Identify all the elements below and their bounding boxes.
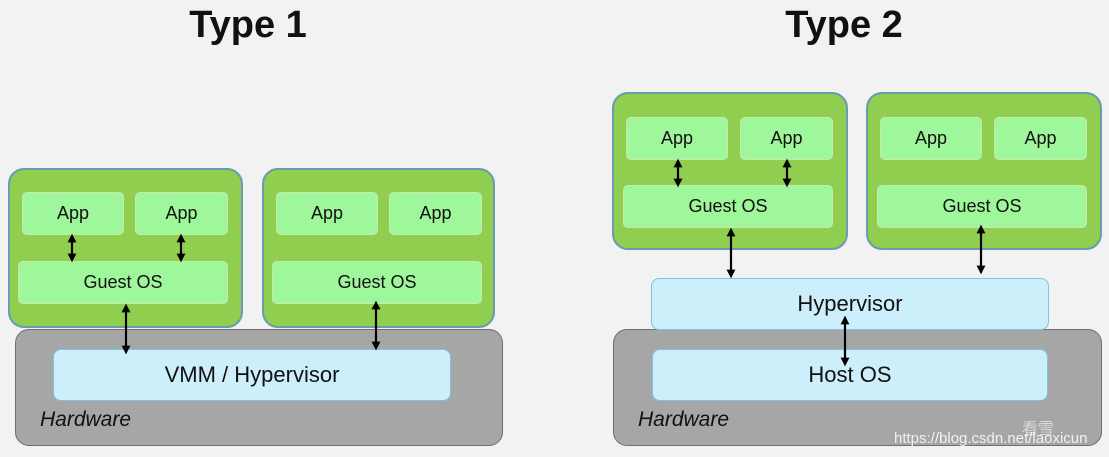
type1-hardware-label: Hardware — [40, 408, 132, 431]
type2-title: Type 2 — [785, 4, 903, 46]
type2-vm2-guest-os: Guest OS — [877, 185, 1087, 228]
type1-vm2-guest-os: Guest OS — [272, 261, 482, 304]
watermark-logo: 看雪 — [1022, 421, 1055, 438]
type1-hypervisor-box: VMM / Hypervisor — [53, 349, 451, 401]
type2-vm1-app-2: App — [740, 117, 833, 160]
type1-vm1-guest-os: Guest OS — [18, 261, 228, 304]
watermark-url: https://blog.csdn.net/laoxicun — [894, 430, 1088, 447]
type2-hardware-label: Hardware — [638, 408, 730, 431]
type1-title: Type 1 — [189, 4, 307, 46]
type2-hypervisor-box: Hypervisor — [651, 278, 1049, 330]
type2-vm1-guest-os: Guest OS — [623, 185, 833, 228]
type2-vm1-app-1: App — [626, 117, 728, 160]
type1-vm2-app-2: App — [389, 192, 482, 235]
type2-host-os-box: Host OS — [652, 349, 1048, 401]
type1-vm2-app-1: App — [276, 192, 378, 235]
type2-vm2-app-2: App — [994, 117, 1087, 160]
type2-vm2-app-1: App — [880, 117, 982, 160]
